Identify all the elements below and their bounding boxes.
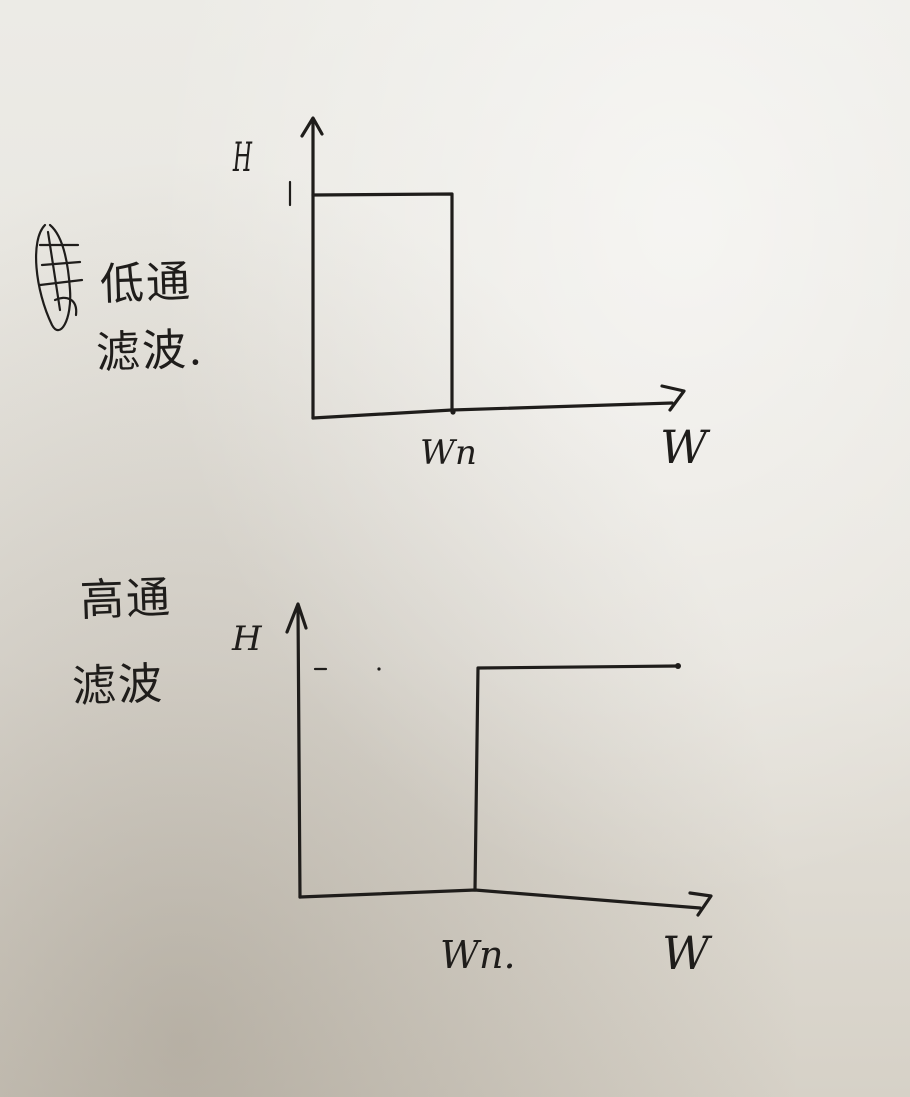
high-pass-x-axis xyxy=(298,888,702,910)
low-pass-y-label: H xyxy=(232,135,253,181)
high-pass-x-label: W xyxy=(662,926,710,980)
high-pass-end-dot xyxy=(675,663,681,669)
high-pass-caption-line1: 高通 xyxy=(79,572,173,627)
high-pass-caption-line2: 滤波 xyxy=(71,658,165,713)
high-pass-tick-dot xyxy=(377,667,381,671)
low-pass-cutoff-label: Wn xyxy=(420,433,477,473)
low-pass-y-axis-arrow xyxy=(300,116,324,138)
low-pass-diagram xyxy=(288,116,686,420)
low-pass-x-label: W xyxy=(660,420,708,474)
low-pass-response-curve xyxy=(311,192,454,412)
high-pass-y-axis xyxy=(296,606,302,899)
high-pass-response-curve xyxy=(473,664,680,892)
low-pass-caption-line2: 滤波. xyxy=(95,324,205,379)
high-pass-y-label: H xyxy=(232,619,262,659)
high-pass-x-axis-arrow xyxy=(688,891,713,917)
high-pass-diagram xyxy=(285,602,713,917)
scribble-mark xyxy=(35,223,84,332)
low-pass-x-axis xyxy=(311,401,674,420)
high-pass-y-axis-arrow xyxy=(285,602,308,634)
low-pass-x-axis-arrow xyxy=(660,384,686,412)
high-pass-cutoff-label: Wn. xyxy=(440,933,516,977)
low-pass-caption-line1: 低通 xyxy=(99,256,193,311)
low-pass-cutoff-dot xyxy=(450,409,456,415)
